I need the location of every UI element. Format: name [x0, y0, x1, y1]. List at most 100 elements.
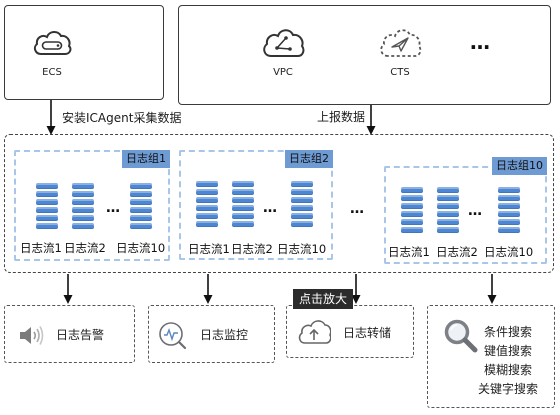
stream-bar: [437, 203, 459, 209]
stream-bar: [72, 215, 94, 221]
stream-bar: [232, 181, 254, 187]
stream-bar: [36, 215, 58, 221]
vpc-cloud-icon: [263, 29, 305, 57]
stream-bar: [130, 191, 152, 197]
more-streams-ellipsis: …: [263, 200, 277, 216]
log-stream-icon: [36, 183, 58, 229]
log-stream-label: 日志流10: [116, 241, 166, 255]
stream-bar: [401, 203, 423, 209]
stream-bar: [196, 221, 218, 227]
stream-bar: [72, 207, 94, 213]
log-search-box: 条件搜索 键值搜索 模糊搜索 关键字搜索: [427, 305, 555, 408]
log-stream-label: 日志流1: [20, 241, 62, 255]
arrow-ecs-to-logs: [46, 100, 56, 135]
stream-bar: [36, 183, 58, 189]
stream-bar: [196, 197, 218, 203]
log-monitor-box: 日志监控: [148, 305, 275, 363]
cloud-services-source-box: VPC CTS …: [178, 5, 551, 105]
log-stream-label: 日志流10: [277, 242, 327, 256]
stream-bar: [401, 187, 423, 193]
ecs-source-box: ECS: [4, 5, 164, 100]
more-streams-ellipsis: …: [106, 200, 120, 216]
more-log-groups-ellipsis: …: [350, 201, 364, 217]
stream-bar: [196, 189, 218, 195]
stream-bar: [72, 223, 94, 229]
stream-bar: [196, 213, 218, 219]
stream-bar: [498, 187, 520, 193]
log-group: 日志组1 … 日志流1 日志流2 日志流10: [14, 150, 170, 261]
arrow-to-alarm: [63, 274, 73, 304]
report-data-label: 上报数据: [317, 110, 366, 124]
log-alarm-label: 日志告警: [56, 328, 105, 342]
arrow-services-to-logs: [366, 105, 376, 135]
stream-bar: [36, 223, 58, 229]
search-options-list: 条件搜索 键值搜索 模糊搜索 关键字搜索: [467, 323, 549, 399]
stream-bar: [401, 227, 423, 233]
install-agent-label: 安装ICAgent采集数据: [62, 111, 182, 125]
stream-bar: [437, 195, 459, 201]
stream-bar: [401, 219, 423, 225]
stream-bar: [437, 227, 459, 233]
log-stream-icon: [130, 183, 152, 229]
stream-bar: [130, 207, 152, 213]
zoom-tooltip[interactable]: 点击放大: [293, 289, 353, 309]
search-option: 关键字搜索: [477, 382, 538, 396]
stream-bar: [232, 205, 254, 211]
log-alarm-box: 日志告警: [4, 305, 135, 363]
stream-bar: [196, 181, 218, 187]
log-stream-icon: [498, 187, 520, 233]
log-transfer-box: 日志转储: [286, 305, 414, 358]
stream-bar: [437, 211, 459, 217]
log-stream-label: 日志流2: [436, 245, 478, 259]
stream-bar: [498, 195, 520, 201]
stream-bar: [130, 215, 152, 221]
stream-bar: [232, 221, 254, 227]
arrow-to-search: [487, 274, 497, 304]
stream-bar: [498, 211, 520, 217]
stream-bar: [291, 221, 313, 227]
stream-bar: [232, 197, 254, 203]
stream-bar: [498, 219, 520, 225]
stream-bar: [130, 183, 152, 189]
arrow-to-monitor: [203, 274, 213, 304]
cts-label: CTS: [390, 67, 410, 78]
stream-bar: [130, 199, 152, 205]
monitor-pulse-icon: [159, 322, 187, 350]
ecs-cloud-icon: [33, 31, 72, 55]
stream-bar: [437, 219, 459, 225]
stream-bar: [291, 197, 313, 203]
log-stream-icon: [232, 181, 254, 227]
stream-bar: [232, 213, 254, 219]
stream-bar: [232, 189, 254, 195]
log-stream-label: 日志流2: [231, 242, 273, 256]
log-group-tag: 日志组2: [285, 150, 333, 168]
stream-bar: [291, 181, 313, 187]
stream-bar: [291, 213, 313, 219]
more-streams-ellipsis: …: [468, 203, 482, 219]
stream-bar: [401, 211, 423, 217]
search-option: 键值搜索: [483, 344, 532, 358]
log-stream-icon: [291, 181, 313, 227]
search-option: 模糊搜索: [483, 363, 532, 377]
stream-bar: [498, 227, 520, 233]
cloud-upload-icon: [298, 320, 331, 344]
log-monitor-label: 日志监控: [200, 328, 249, 342]
stream-bar: [130, 223, 152, 229]
log-stream-label: 日志流1: [188, 242, 230, 256]
log-group-tag: 日志组1: [122, 150, 170, 168]
search-option: 条件搜索: [483, 325, 532, 339]
stream-bar: [72, 199, 94, 205]
log-transfer-label: 日志转储: [343, 326, 392, 340]
log-groups-container: 日志组1 … 日志流1 日志流2 日志流10 日志组2 … 日志流1 日志流2 …: [4, 134, 554, 273]
stream-bar: [498, 203, 520, 209]
log-group-tag: 日志组10: [492, 157, 547, 175]
ecs-label: ECS: [42, 67, 62, 78]
vpc-label: VPC: [273, 67, 293, 78]
stream-bar: [291, 189, 313, 195]
log-stream-icon: [72, 183, 94, 229]
stream-bar: [72, 183, 94, 189]
log-stream-label: 日志流1: [388, 245, 430, 259]
log-stream-icon: [401, 187, 423, 233]
stream-bar: [196, 205, 218, 211]
